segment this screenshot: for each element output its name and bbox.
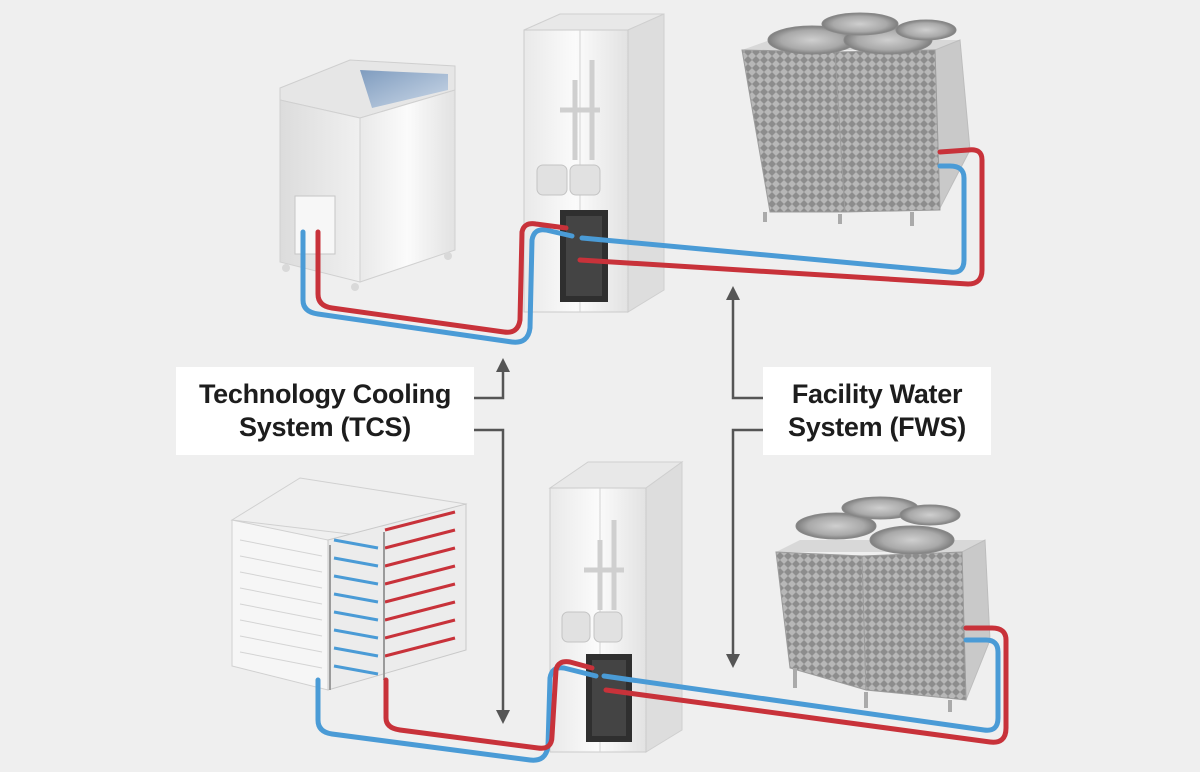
- server-rack-unit: [230, 477, 468, 691]
- tcs-label-line1: Technology Cooling: [198, 379, 452, 409]
- fws-arrows: [731, 298, 763, 656]
- fws-pipes-bottom: [601, 625, 1009, 745]
- immersion-tank-unit: [279, 59, 456, 291]
- arrow-down-icon: [726, 654, 740, 668]
- dry-cooler-bottom: [775, 496, 991, 712]
- fan-icon: [795, 496, 961, 555]
- tcs-label-line2: System (TCS): [239, 412, 411, 442]
- arrow-up-icon: [496, 358, 510, 372]
- fws-label: Facility Water System (FWS): [763, 367, 991, 455]
- fws-label-line2: System (FWS): [788, 412, 966, 442]
- cold-plate-red-lines: [384, 510, 456, 658]
- tcs-arrows: [474, 370, 505, 712]
- server-trays: [239, 539, 323, 669]
- dry-cooler-top: [741, 12, 971, 226]
- cdu-cabinet-top: [523, 13, 665, 313]
- tcs-pipes-bottom: [315, 659, 599, 763]
- tcs-pipes-top: [300, 221, 575, 345]
- fws-label-line1: Facility Water: [791, 379, 963, 409]
- arrow-up-icon: [726, 286, 740, 300]
- fws-pipes-top: [577, 147, 985, 287]
- cdu-cabinet-bottom: [548, 461, 684, 753]
- fan-icon: [767, 12, 957, 55]
- arrow-down-icon: [496, 710, 510, 724]
- cold-plate-blue-lines: [333, 538, 379, 676]
- tcs-label: Technology Cooling System (TCS): [176, 367, 474, 455]
